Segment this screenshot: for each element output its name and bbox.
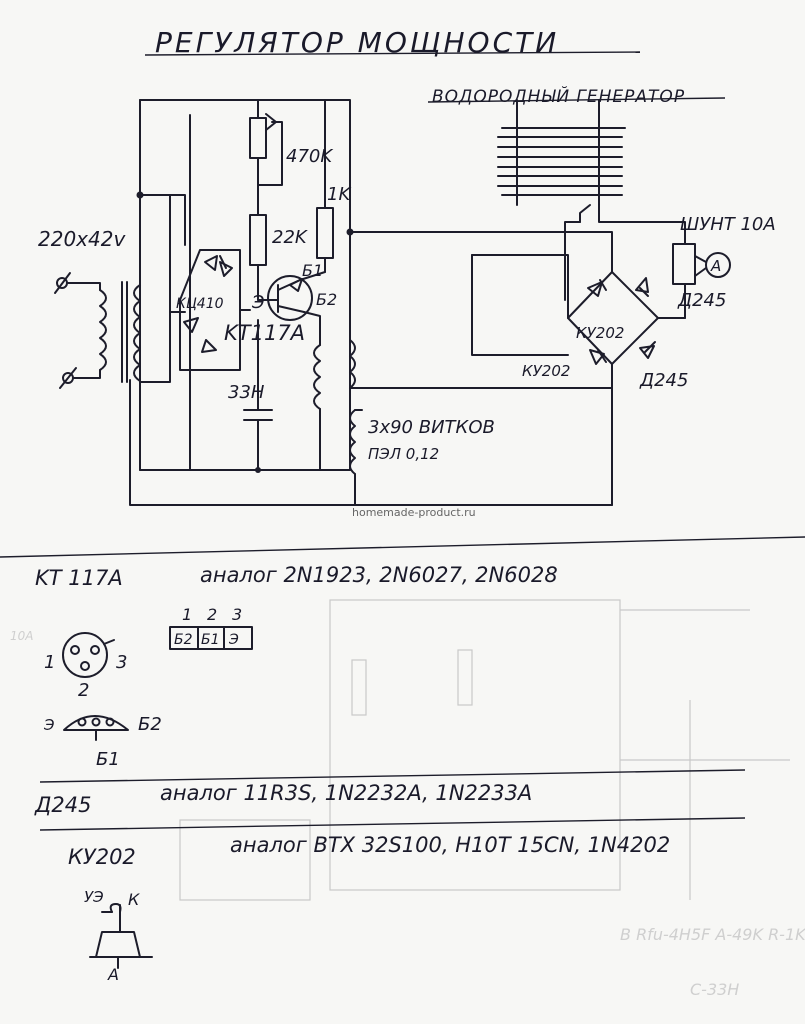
pinout-label-2: 2 bbox=[78, 680, 89, 701]
svg-text:10A: 10A bbox=[10, 629, 33, 643]
transformer-label: 220x42v bbox=[38, 227, 126, 251]
winding-label: 3х90 ВИТКОВ bbox=[368, 417, 495, 438]
pulse-coil bbox=[313, 344, 321, 410]
hydrogen-generator bbox=[497, 99, 626, 223]
ammeter-label: A bbox=[710, 257, 721, 275]
pulse-transformer bbox=[346, 228, 613, 506]
divider-ky202 bbox=[39, 817, 746, 831]
kt117-analog: аналог 2N1923, 2N6027, 2N6028 bbox=[200, 563, 558, 587]
resistor-22k bbox=[249, 184, 267, 301]
ky202-upper-label: КУ202 bbox=[576, 324, 624, 342]
capacitor-33n bbox=[243, 319, 273, 473]
kt117-title: KT 117A bbox=[35, 566, 123, 590]
transistor-label: KT117A bbox=[224, 321, 305, 345]
ky202-lower-label: КУ202 bbox=[522, 362, 570, 380]
transformer bbox=[54, 191, 171, 389]
pin-box-frame bbox=[169, 626, 253, 650]
watermark: homemade-product.ru bbox=[352, 506, 476, 519]
kt117-pinout-side bbox=[63, 715, 129, 741]
svg-text:C-33H: C-33H bbox=[690, 980, 739, 999]
transistor-kt117a bbox=[257, 271, 326, 346]
wire-label: ПЭЛ 0,12 bbox=[368, 445, 439, 463]
title-underline bbox=[144, 51, 641, 56]
pinout-label-1: 1 bbox=[44, 652, 55, 673]
ky202-title: КУ202 bbox=[68, 845, 136, 869]
d245-analog: аналог 11R3S, 1N2232A, 1N2233A bbox=[160, 781, 532, 805]
r-var-label: 470K bbox=[286, 146, 333, 167]
kt117-pinout-top bbox=[62, 632, 115, 678]
d245-lower-label: Д245 bbox=[639, 370, 688, 391]
side-label-b2: Б2 bbox=[138, 714, 162, 735]
d245-title: Д245 bbox=[34, 793, 92, 817]
pin-number-2: 2 bbox=[207, 605, 217, 624]
pin-number-3: 3 bbox=[232, 605, 242, 624]
side-label-e: Э bbox=[43, 716, 55, 734]
thyristor-bridge bbox=[349, 221, 686, 506]
generator-label: ВОДОРОДНЫЙ ГЕНЕРАТОР bbox=[432, 85, 685, 107]
pin-e-label: Э bbox=[251, 292, 265, 313]
d245-top-label: Д245 bbox=[677, 290, 726, 311]
pin-b2-label: Б2 bbox=[316, 290, 337, 309]
pin-box-b2: Б2 bbox=[174, 632, 193, 648]
section-divider bbox=[0, 536, 805, 558]
diode-bridge-kc410 bbox=[139, 114, 251, 471]
ky202-k-label: К bbox=[128, 890, 140, 909]
shunt-label: ШУНТ 10А bbox=[680, 214, 776, 235]
svg-text:B Rfu-4H5F A-49K R-1K: B Rfu-4H5F A-49K R-1K bbox=[620, 925, 805, 944]
bridge-label: КЦ410 bbox=[176, 296, 224, 312]
resistor-1k bbox=[316, 99, 334, 273]
ky202-ue-label: УЭ bbox=[84, 888, 104, 906]
cap-label: 33H bbox=[228, 382, 265, 403]
shunt-ammeter bbox=[598, 204, 731, 319]
pin-number-1: 1 bbox=[182, 605, 192, 624]
pin-box-b1: Б1 bbox=[201, 632, 220, 648]
bleed-through: B Rfu-4H5F A-49K R-1K C-33H 10A bbox=[10, 599, 805, 999]
ky202-package bbox=[89, 903, 153, 969]
ky202-analog: аналог BTX 32S100, H10T 15CN, 1N4202 bbox=[230, 833, 670, 857]
r22-label: 22K bbox=[272, 227, 308, 248]
divider-d245 bbox=[39, 769, 746, 783]
r1k-label: 1K bbox=[327, 184, 351, 205]
resistor-470k bbox=[249, 99, 283, 186]
pinout-label-3: 3 bbox=[116, 652, 127, 673]
pin-box-e: Э bbox=[228, 632, 239, 648]
pin-b1-label: Б1 bbox=[302, 261, 323, 280]
bottom-label-b1: Б1 bbox=[96, 749, 120, 770]
ky202-a-label: А bbox=[107, 965, 119, 984]
